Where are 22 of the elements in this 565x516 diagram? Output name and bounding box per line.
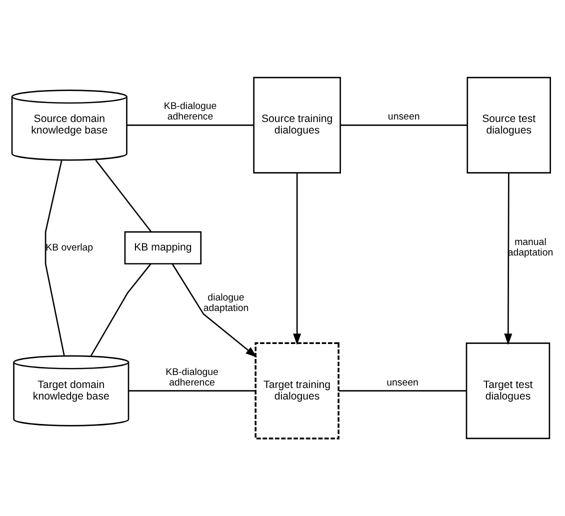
arrow <box>504 172 512 346</box>
node-box: Target training dialogues <box>254 342 340 440</box>
edge-label: KB-dialogue adherence <box>166 366 218 388</box>
arrow <box>172 264 258 358</box>
edge-label: unseen <box>386 377 418 388</box>
edge-label: unseen <box>388 112 420 123</box>
connector <box>340 124 468 126</box>
connector <box>126 124 254 126</box>
edge-label: manual adaptation <box>508 237 554 259</box>
edge-label: dialogue adaptation <box>203 292 249 314</box>
connector <box>95 160 152 232</box>
node-box: KB mapping <box>124 231 202 264</box>
connector <box>90 264 152 356</box>
connector <box>128 390 256 392</box>
node-box: Source training dialogues <box>253 76 341 174</box>
connector <box>44 160 65 356</box>
edge-label: KB overlap <box>46 242 94 254</box>
edge-label: KB-dialogue adherence <box>164 101 217 123</box>
node-box: Source test dialogues <box>466 76 551 174</box>
connector <box>338 390 466 392</box>
node-box: Target test dialogues <box>466 342 550 440</box>
arrow <box>293 172 302 346</box>
